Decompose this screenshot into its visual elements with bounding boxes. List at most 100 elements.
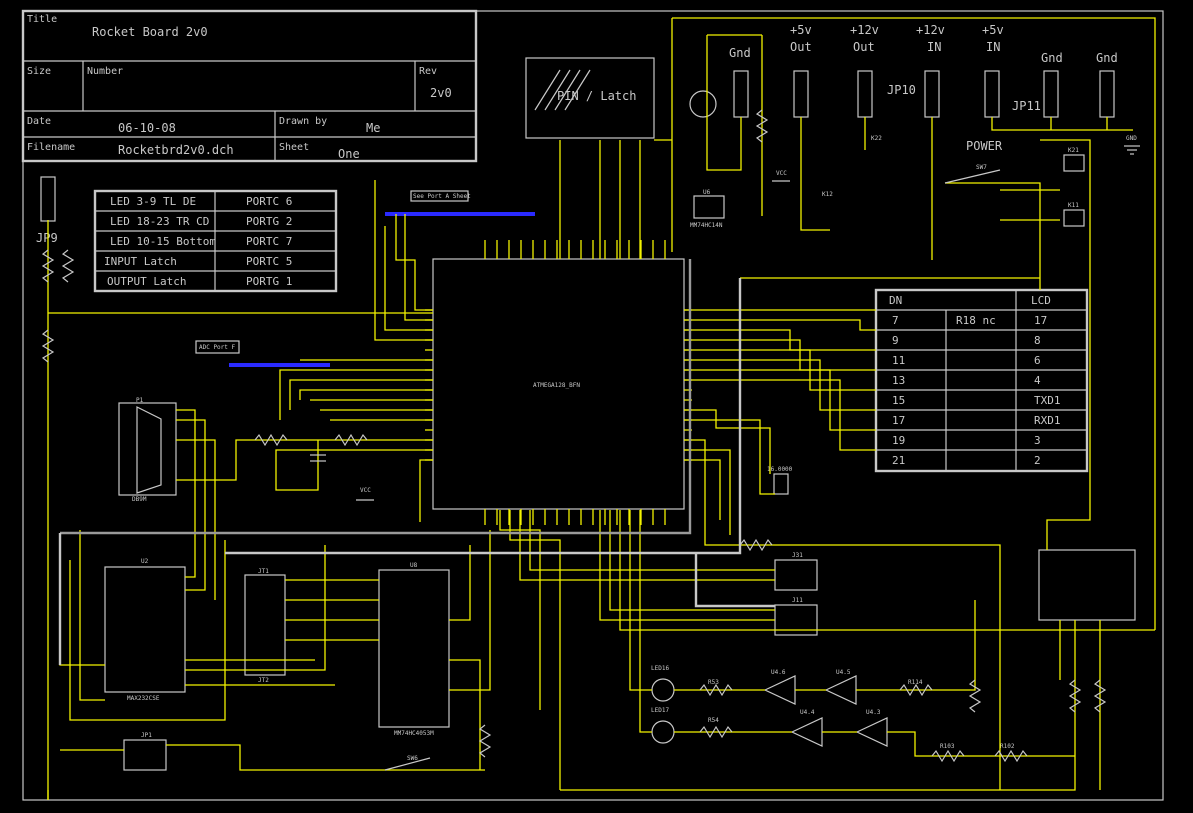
title-block: Title Rocket Board 2v0 Size Number Rev 2… [21, 9, 478, 163]
port-table-port: PORTG 2 [246, 215, 292, 228]
pin-map-col3: LCD [1031, 294, 1051, 307]
sw7-label: SW7 [976, 164, 987, 171]
power-connectors: Gnd +5v Out +12v Out +12v IN +5v IN Gnd … [729, 23, 1118, 171]
j31-label: J31 [792, 552, 803, 559]
gate-u44 [790, 717, 823, 747]
port-table: LED 3-9 TL DE PORTC 6 LED 18-23 TR CD PO… [93, 189, 338, 293]
pin-map-cell-dn: 11 [892, 354, 905, 367]
rev-label: Rev [419, 66, 437, 77]
u8-label: U8 [410, 562, 418, 569]
r102-label: R102 [1000, 743, 1015, 750]
jp11-label: JP11 [1012, 99, 1041, 113]
grey-wires [58, 259, 775, 665]
port-table-led: LED 3-9 TL DE [110, 195, 196, 208]
port-table-led: LED 18-23 TR CD [110, 215, 209, 228]
k11-relay [1063, 209, 1085, 227]
sheet-border [22, 10, 1164, 801]
pin-map-cell-lcd: 6 [1034, 354, 1041, 367]
jp10-label: JP10 [887, 83, 916, 97]
port-table-port: PORTG 1 [246, 275, 292, 288]
rev-value: 2v0 [430, 86, 452, 100]
pin-map-cell-lcd: 3 [1034, 434, 1041, 447]
power-label: POWER [966, 139, 1003, 153]
p5v-out-label-b: Out [790, 40, 812, 54]
filename-value: Rocketbrd2v0.dch [118, 143, 234, 157]
p5v-out-label-a: +5v [790, 23, 812, 37]
port-table-port: PORTC 5 [246, 255, 292, 268]
jt1-label: JT1 [258, 568, 269, 575]
jp9-connector [40, 176, 56, 222]
pin-map-cell-lcd: 4 [1034, 374, 1041, 387]
u2-max232: U2 MAX232CSE [104, 558, 186, 702]
see-port-a-label: See Port A Sheet [413, 193, 471, 200]
k12-label: K12 [822, 191, 833, 198]
p5v-in-label-a: +5v [982, 23, 1004, 37]
gate-u46 [763, 675, 796, 705]
number-label: Number [87, 66, 123, 77]
r114-label: R114 [908, 679, 923, 686]
led17 [651, 720, 675, 744]
photo-led [689, 90, 717, 118]
u46-label: U4.6 [771, 669, 786, 676]
gate-u43 [855, 717, 888, 747]
p1-label: P1 [136, 397, 144, 404]
u45-label: U4.5 [836, 669, 851, 676]
u8-part-label: MM74HC4053M [394, 730, 434, 737]
sw6-switch [384, 757, 431, 771]
k21-relay [1063, 154, 1085, 172]
drawn-by-label: Drawn by [279, 116, 327, 127]
u2-part-label: MAX232CSE [127, 695, 160, 702]
k11-label: K11 [1068, 202, 1079, 209]
gnd3-label: Gnd [1096, 51, 1118, 65]
u6-ic [693, 195, 725, 219]
pin-map-cell-dn: 15 [892, 394, 905, 407]
pin-map-col1: DN [889, 294, 902, 307]
vcc1-label: VCC [776, 170, 787, 177]
pin-map-cell-dn: 7 [892, 314, 899, 327]
date-value: 06-10-08 [118, 121, 176, 135]
mcu-label: ATMEGA128_BFN [533, 382, 580, 389]
pin-map-cell-lcd: 2 [1034, 454, 1041, 467]
pin-map-cell-lcd: TXD1 [1034, 394, 1061, 407]
led16-label: LED16 [651, 665, 669, 672]
pin-latch-connector: PIN / Latch [525, 57, 655, 139]
jp9-label: JP9 [36, 231, 58, 245]
p12v-out-label-b: Out [853, 40, 875, 54]
p12v-in-label-b: IN [927, 40, 941, 54]
port-table-port: PORTC 7 [246, 235, 292, 248]
r54-label: R54 [708, 717, 719, 724]
drawn-by-value: Me [366, 121, 380, 135]
pin-map-cell-dn: 21 [892, 454, 905, 467]
gnd1-label: Gnd [729, 46, 751, 60]
u6-label: U6 [703, 189, 711, 196]
port-table-led: LED 10-15 Bottom [110, 235, 216, 248]
date-label: Date [27, 116, 51, 127]
u43-label: U4.3 [866, 709, 881, 716]
sw7-switch [944, 169, 1001, 184]
u8-74hc4053: U8 MM74HC4053M [378, 562, 450, 737]
jt-connectors: JT1 JT2 [244, 568, 286, 684]
sheet-label: Sheet [279, 142, 309, 153]
pin-latch-label: PIN / Latch [557, 89, 636, 103]
j31-connector [774, 559, 818, 591]
jt2-label: JT2 [258, 677, 269, 684]
mcu-atmega128: ATMEGA128_BFN [432, 258, 685, 510]
pin-map-cell-lcd: RXD1 [1034, 414, 1061, 427]
vcc2-label: VCC [360, 487, 371, 494]
k21-label: K21 [1068, 147, 1079, 154]
p12v-out-label-a: +12v [850, 23, 879, 37]
title-value: Rocket Board 2v0 [92, 25, 208, 39]
resistors [41, 109, 1107, 763]
r53-label: R53 [708, 679, 719, 686]
adc-port-f-label: ADC Port F [199, 344, 236, 351]
pin-map-cell-lcd: 17 [1034, 314, 1047, 327]
title-label: Title [27, 14, 57, 25]
pin-map-cell-dn: 13 [892, 374, 905, 387]
right-ic [1038, 549, 1136, 621]
led17-label: LED17 [651, 707, 669, 714]
port-table-led: INPUT Latch [104, 255, 177, 268]
p1-part-label: DB9M [132, 496, 147, 503]
pin-map-cell-lcd: 8 [1034, 334, 1041, 347]
